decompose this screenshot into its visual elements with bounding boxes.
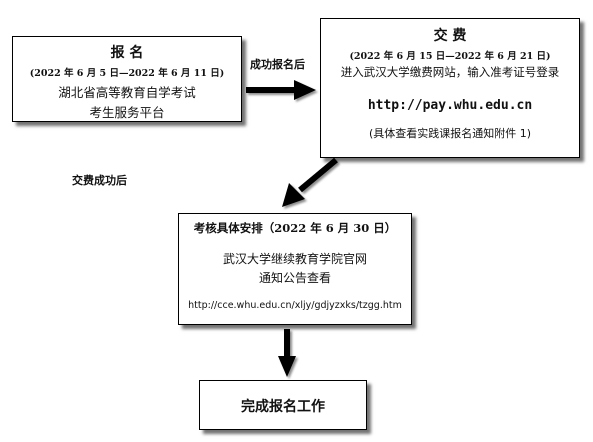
payment-url[interactable]: http://pay.whu.edu.cn (367, 98, 533, 113)
complete-box: 完成报名工作 (199, 380, 367, 430)
arrow-signup-to-pay (246, 80, 316, 100)
exam-info-line1: 武汉大学继续教育学院官网 (222, 252, 367, 266)
arrow-exam-to-done (278, 329, 296, 377)
label-after-signup: 成功报名后 (250, 58, 305, 71)
signup-box: 报 名 (2022 年 6 月 5 日—2022 年 6 月 11 日) 湖北省… (12, 36, 242, 122)
complete-title: 完成报名工作 (241, 399, 325, 415)
signup-title: 报 名 (110, 45, 144, 61)
signup-platform-line1: 湖北省高等教育自学考试 (58, 85, 196, 100)
signup-platform-line2: 考生服务平台 (89, 105, 165, 120)
exam-title: 考核具体安排（2022 年 6 月 30 日） (193, 221, 397, 235)
payment-date: (2022 年 6 月 15 日—2022 年 6 月 21 日) (349, 51, 551, 62)
signup-date: (2022 年 6 月 5 日—2022 年 6 月 11 日) (29, 68, 225, 79)
payment-box: 交 费 (2022 年 6 月 15 日—2022 年 6 月 21 日) 进入… (320, 18, 580, 158)
payment-note: (具体查看实践课报名通知附件 1) (368, 127, 532, 140)
arrow-pay-to-exam (282, 157, 338, 207)
payment-title: 交 费 (433, 28, 467, 44)
payment-instruction: 进入武汉大学缴费网站，输入准考证号登录 (340, 65, 560, 79)
exam-arrangement-box: 考核具体安排（2022 年 6 月 30 日） 武汉大学继续教育学院官网 通知公… (178, 213, 412, 325)
exam-url[interactable]: http://cce.whu.edu.cn/xljy/gdjyzxks/tzgg… (188, 300, 402, 311)
exam-info-line2: 通知公告查看 (258, 271, 331, 285)
label-after-payment: 交费成功后 (72, 174, 127, 187)
